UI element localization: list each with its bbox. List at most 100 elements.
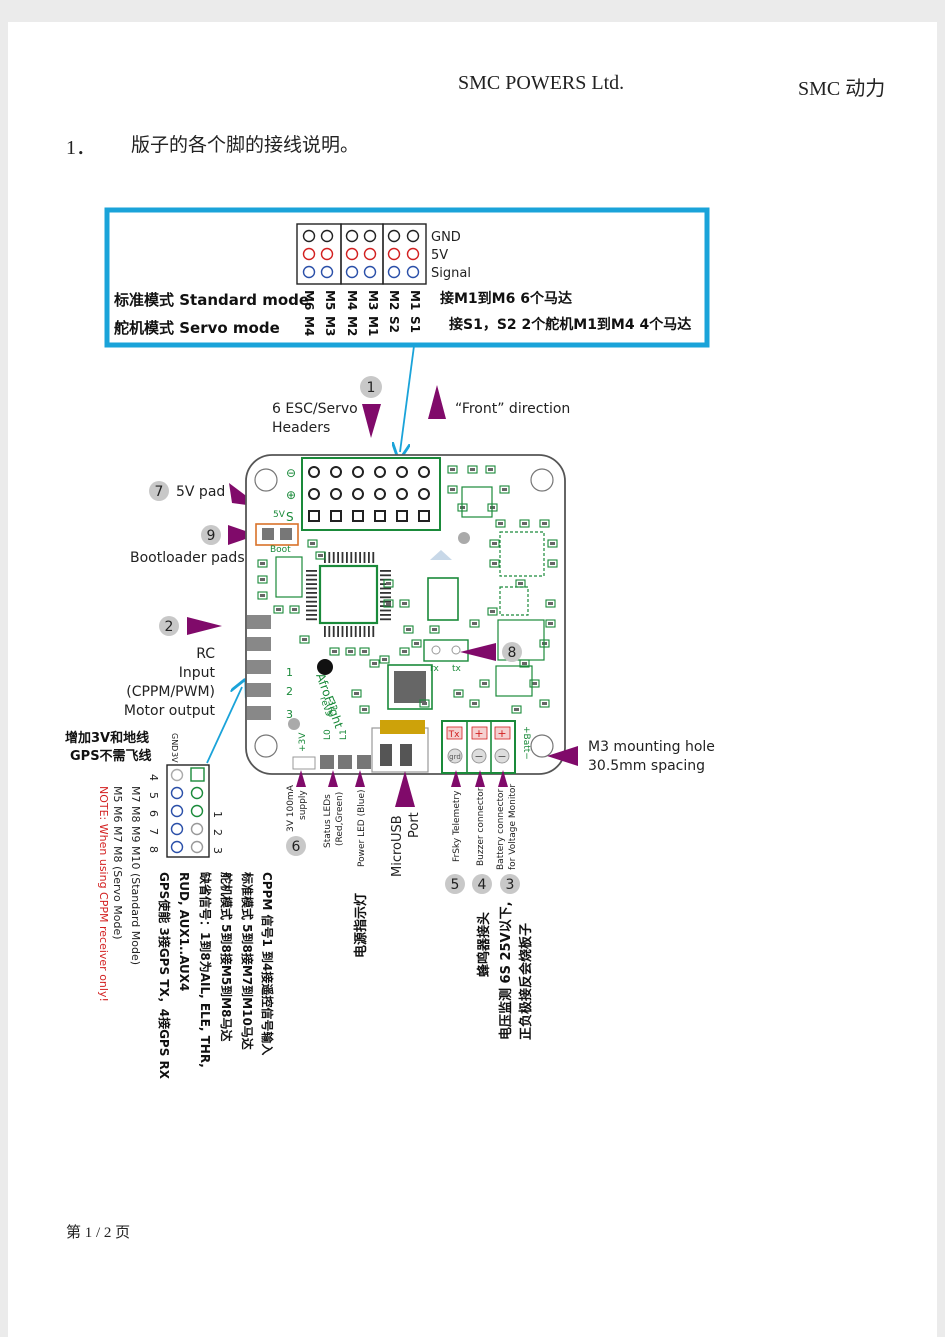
rc-left-num: 7: [147, 828, 160, 835]
pin-label-top: M5: [323, 290, 337, 310]
esc-pin-hole: [308, 510, 320, 522]
cppm-note-red: NOTE: When using CPPM receiver only!: [97, 786, 110, 1002]
status-leds-2: (Red,Green): [335, 792, 345, 846]
arrow-icon: [328, 770, 338, 787]
arrow-icon: [362, 404, 381, 438]
header-company-en: SMC POWERS Ltd.: [458, 72, 625, 94]
callout-8-number: 8: [508, 645, 517, 661]
pin-circle: [302, 247, 316, 261]
mounting-hole-icon: [254, 734, 278, 758]
rc-label-line2: Input: [179, 665, 216, 681]
battery-cn-2: 正负极接反会烧板子: [518, 923, 534, 1040]
silk-l1: L1: [339, 729, 349, 740]
silk-l0: L0: [323, 729, 333, 740]
silk-tx: tx: [452, 664, 462, 674]
mcu-chip: [318, 564, 379, 625]
rc-pin-circle: [190, 840, 204, 854]
callout-1-number: 1: [367, 380, 376, 396]
servo-mode-note: 接S1，S2 2个舵机M1到M4 4个马达: [449, 316, 691, 333]
rc-pad: [247, 615, 271, 629]
cn-line-3: 舵机模式 5到8接M5到M8马达: [219, 872, 234, 1041]
silk-rx: rx: [430, 664, 439, 674]
esc-pin-hole: [418, 466, 430, 478]
pin-circle: [363, 229, 377, 243]
rc-right-num: 2: [211, 829, 224, 836]
esc-pin-hole: [418, 510, 430, 522]
pin-circle: [320, 229, 334, 243]
rc-pin-circle: [170, 840, 184, 854]
silk-plus-pad: +: [474, 727, 483, 740]
pin-circle: [302, 265, 316, 279]
mounting-hole-icon: [530, 468, 554, 492]
row-label-5v: 5V: [431, 248, 448, 263]
silk-plus: ⊕: [286, 488, 296, 502]
gps-note-line1: 增加3V和地线: [65, 730, 149, 746]
esc-pin-hole: [352, 510, 364, 522]
pin-label-top: M1: [408, 290, 422, 310]
page-footer: 第 1 / 2 页: [66, 1225, 131, 1241]
pin-label-bottom: S2: [387, 316, 401, 333]
pin-circle: [406, 229, 420, 243]
esc-headers-line1: 6 ESC/Servo: [272, 401, 358, 417]
callout-5-number: 5: [451, 877, 460, 893]
esc-pin-hole: [418, 488, 430, 500]
pin-circle: [406, 247, 420, 261]
rc-left-num: 5: [147, 792, 160, 799]
callout-3-badge: [500, 874, 520, 894]
pin-circle: [363, 265, 377, 279]
battery-cn-1: 电压监测 6S 25V以下,: [498, 901, 514, 1040]
pin-label-top: M2: [387, 290, 401, 310]
callout-7-number: 7: [155, 484, 164, 500]
rc-pin-circle: [170, 822, 184, 836]
pinout-box: [104, 207, 710, 348]
section-number: 1．: [66, 137, 96, 159]
rc-pad: [247, 683, 271, 697]
esc-pin-hole: [330, 466, 342, 478]
arrow-icon: [460, 643, 496, 661]
callout-5-badge: [445, 874, 465, 894]
callout-6-number: 6: [292, 839, 301, 855]
rc-pin-circle: [190, 822, 204, 836]
arrow-icon: [355, 770, 365, 787]
arrow-icon: [475, 770, 485, 787]
pin-circle: [320, 247, 334, 261]
silk-tx-pad: Tx: [448, 730, 460, 740]
rc-pin-circle: [170, 804, 184, 818]
rc-right-num: 3: [211, 847, 224, 854]
esc-pin-hole: [374, 466, 386, 478]
pin-circle: [387, 247, 401, 261]
rc-pad: [247, 660, 271, 674]
flight-controller-board: ⊖ ⊕ S 5V Boot 1 2 3 AfroFlight rev5 32: [245, 454, 566, 775]
callout-9-badge: [201, 525, 221, 545]
supply-label-2: supply: [298, 790, 308, 820]
esc-pin-hole: [308, 466, 320, 478]
mount-label-line2: 30.5mm spacing: [588, 758, 705, 774]
callout-9-number: 9: [207, 528, 216, 544]
silk-5v: 5V: [273, 510, 286, 520]
servo-mode-label: 舵机模式 Servo mode: [114, 319, 280, 337]
mount-label-line1: M3 mounting hole: [588, 739, 715, 755]
silk-rc-3: 3: [286, 708, 293, 721]
esc-pin-hole: [396, 510, 408, 522]
supply-label-1: 3V 100mA: [286, 784, 296, 832]
callout-7-badge: [149, 481, 169, 501]
pin-label-bottom: S1: [408, 316, 422, 333]
gps-arrow: [206, 687, 242, 764]
esc-pin-hole: [396, 466, 408, 478]
rc-pad: [247, 706, 271, 720]
standard-mode-note: 接M1到M6 6个马达: [440, 290, 572, 307]
callout-4-number: 4: [478, 877, 487, 893]
mounting-hole-icon: [530, 734, 554, 758]
pad-5v-label: 5V pad: [176, 484, 225, 500]
silk-grd: grd: [449, 753, 461, 761]
callout-3-number: 3: [506, 877, 515, 893]
header-company-cn: SMC 动力: [798, 78, 886, 100]
pin-circle: [406, 265, 420, 279]
microusb-label-2: Port: [407, 812, 422, 838]
silk-32: 32: [325, 699, 338, 713]
silk-minus: ⊖: [286, 466, 296, 480]
buzzer-cn: 蜂鸣器接头: [476, 912, 492, 977]
arrow-icon: [451, 770, 461, 787]
cn-line-2: 标准模式 5到8接M7到M10马达: [240, 871, 255, 1050]
callout-8-badge: [502, 642, 522, 662]
